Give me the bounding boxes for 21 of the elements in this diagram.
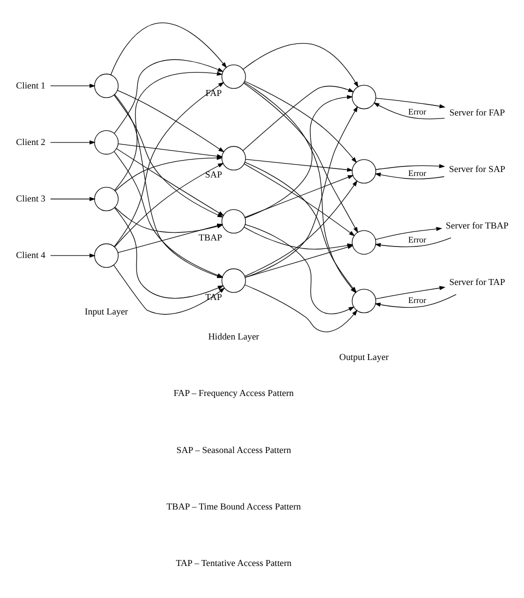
label: TAP – Tentative Access Pattern — [176, 558, 292, 568]
node-text: Server for FAP — [449, 107, 505, 118]
label: Input Layer — [84, 306, 128, 317]
node-text: Client 2 — [16, 136, 46, 147]
edge-label: Error — [408, 106, 426, 116]
node-text: Client 1 — [16, 80, 46, 90]
node-text: Client 3 — [16, 193, 46, 204]
edge-label: Error — [408, 168, 426, 178]
label: SAP – Seasonal Access Pattern — [176, 444, 292, 455]
label: FAP – Frequency Access Pattern — [174, 388, 294, 398]
label: Output Layer — [339, 352, 389, 362]
edge-label: Error — [408, 234, 426, 245]
label: TBAP – Time Bound Access Pattern — [166, 501, 301, 512]
node-text: Server for SAP — [449, 164, 506, 174]
label: Hidden Layer — [208, 332, 260, 342]
edge-label: Error — [408, 295, 426, 306]
node-text: Client 4 — [16, 250, 46, 260]
node-label: TBAP — [198, 232, 222, 243]
node-label: SAP — [205, 169, 222, 180]
node-text: Server for TBAP — [446, 220, 509, 230]
node-text: Server for TAP — [449, 277, 506, 288]
